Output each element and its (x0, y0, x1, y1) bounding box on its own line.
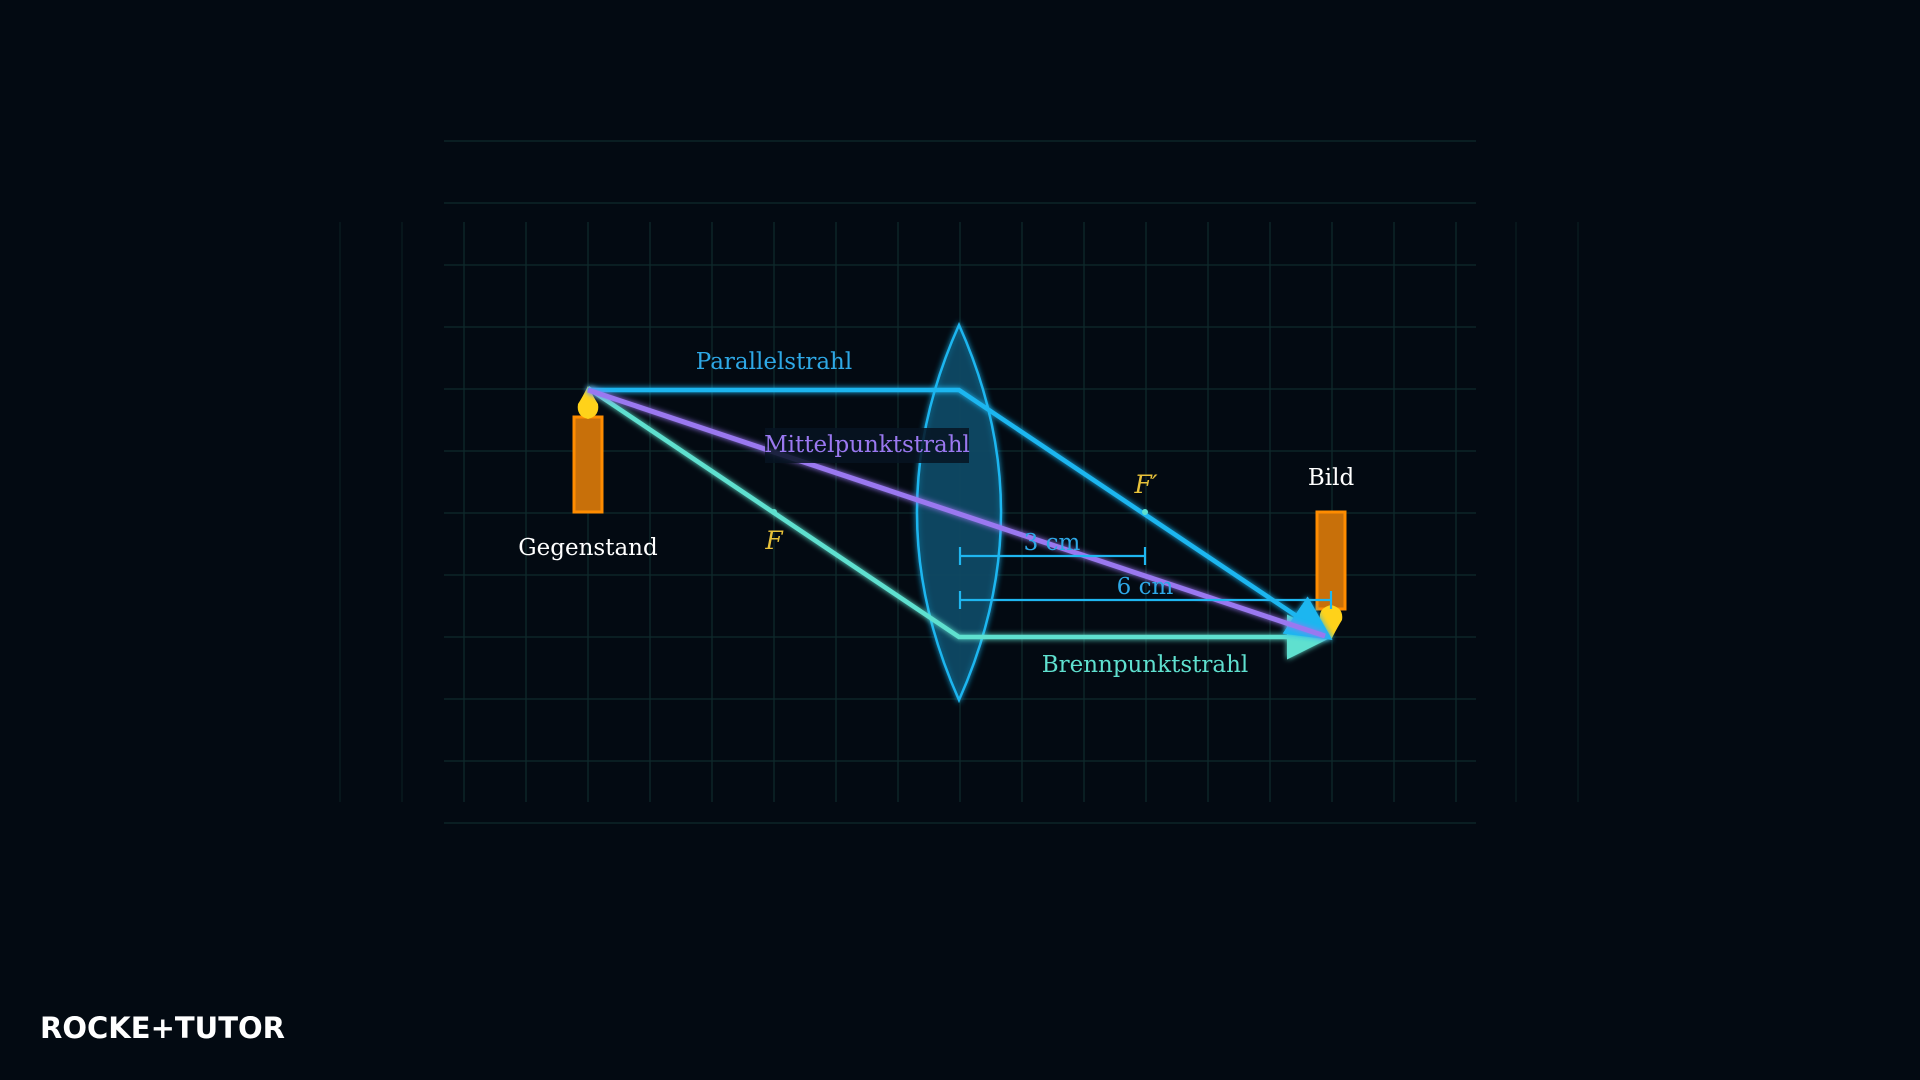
rockettutor-logo: ROCKE+TUTOR (40, 1010, 285, 1046)
focal-point-right-label: F′ (1133, 470, 1157, 499)
central-ray (587, 387, 1326, 639)
object-flame (577, 386, 599, 419)
focal-length-dimension (958, 547, 1147, 565)
image-distance-label: 6 cm (1117, 574, 1174, 600)
parallel-ray-label: Parallelstrahl (696, 349, 852, 375)
object-label: Gegenstand (518, 535, 658, 561)
focal-point-right-marker (1142, 509, 1148, 515)
focal-ray-label: Brennpunktstrahl (1042, 652, 1249, 678)
focal-length-label: 3 cm (1024, 530, 1081, 556)
logo-text-right: TUTO (174, 1011, 263, 1045)
central-ray-label: Mittelpunktstrahl (764, 432, 970, 458)
logo-plus: + (150, 1011, 175, 1045)
parallel-ray (588, 387, 1333, 641)
focal-ray (586, 386, 1332, 660)
image-distance-dimension (958, 591, 1333, 609)
logo-text-end: R (262, 1011, 285, 1045)
object-candle (572, 415, 604, 514)
focal-point-left-marker (771, 509, 777, 515)
central-ray-label-bg (765, 428, 969, 463)
focal-point-left-label: F (764, 526, 784, 555)
image-label: Bild (1308, 465, 1355, 491)
logo-text-left: ROCKE (40, 1011, 151, 1045)
